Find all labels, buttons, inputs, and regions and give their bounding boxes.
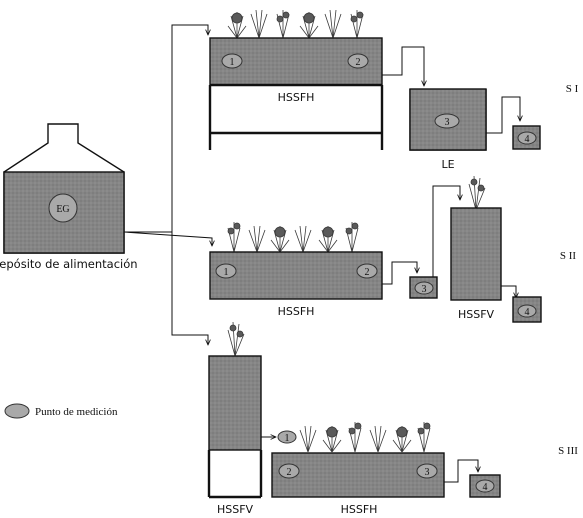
s2-hssfv-bed bbox=[450, 207, 502, 301]
s3-point-1-label: 1 bbox=[285, 433, 290, 444]
s1-point-4-label: 4 bbox=[525, 134, 530, 145]
plants-s3 bbox=[299, 422, 431, 453]
s1-hssfh-label: HSSFH bbox=[278, 91, 315, 104]
s2-outlet-tank bbox=[512, 296, 542, 323]
legend: Punto de medición bbox=[4, 403, 118, 419]
s1-system-label: S I bbox=[566, 83, 579, 95]
s3-point-3-label: 3 bbox=[425, 467, 430, 478]
s1-point-4 bbox=[517, 131, 537, 145]
s2-point-2-label: 2 bbox=[365, 267, 370, 278]
s2-hssfv-label: HSSFV bbox=[458, 308, 495, 321]
s2-system-label: S II bbox=[560, 250, 577, 262]
system-2: 1 2 HSSFH 3 HSSFV 4 S II bbox=[209, 175, 577, 323]
distribution-pipes bbox=[123, 24, 212, 345]
s2-point-2 bbox=[356, 263, 378, 279]
plants-s3-vertical bbox=[227, 321, 245, 357]
s3-point-2-label: 2 bbox=[287, 467, 292, 478]
legend-measurement-point-icon bbox=[4, 403, 30, 419]
s2-point-4 bbox=[517, 304, 537, 318]
pipe-to-s2 bbox=[123, 231, 212, 246]
s1-point-3-label: 3 bbox=[445, 117, 450, 128]
s1-point-2-label: 2 bbox=[356, 57, 361, 68]
s3-hssfv-bed bbox=[208, 355, 262, 451]
plants-s1 bbox=[227, 9, 364, 39]
legend-label: Punto de medición bbox=[35, 406, 118, 418]
s3-point-3 bbox=[416, 463, 438, 479]
s2-point-1 bbox=[215, 263, 237, 279]
s2-hssfh-bed bbox=[209, 251, 383, 300]
s1-pipe-to-pond bbox=[382, 46, 424, 86]
system-1: 1 2 HSSFH 3 LE 4 S I bbox=[208, 9, 579, 171]
feed-tank: EG Depósito de alimentación bbox=[0, 123, 138, 271]
s3-point-2 bbox=[278, 463, 300, 479]
s3-hssfv-label: HSSFV bbox=[217, 503, 254, 516]
feed-tank-marker-label: EG bbox=[56, 204, 69, 215]
measurement-point-eg bbox=[48, 193, 78, 223]
plants-s2-vertical bbox=[468, 175, 486, 211]
s2-point-3 bbox=[414, 281, 434, 295]
s2-point-1-label: 1 bbox=[224, 267, 229, 278]
s3-point-1 bbox=[277, 430, 297, 444]
s1-point-1-label: 1 bbox=[230, 57, 235, 68]
s2-point-4-label: 4 bbox=[525, 307, 530, 318]
feed-tank-caption: Depósito de alimentación bbox=[0, 257, 138, 271]
s1-pond-label: LE bbox=[441, 158, 454, 171]
s1-hssfh-frame bbox=[208, 83, 384, 150]
system-3: HSSFV 1 2 3 HSSFH 4 S III bbox=[207, 321, 578, 516]
pipe-to-s3 bbox=[171, 232, 208, 345]
s2-pipe-to-tank3 bbox=[382, 261, 417, 285]
s3-hssfv-frame bbox=[207, 450, 263, 499]
s1-pipe-to-outlet bbox=[486, 96, 520, 134]
pipe-to-s1 bbox=[124, 24, 208, 233]
s2-pipe-to-hssfv bbox=[432, 185, 460, 277]
s3-pipe-to-outlet bbox=[444, 459, 478, 483]
s2-hssfh-label: HSSFH bbox=[278, 305, 315, 318]
s3-point-4 bbox=[475, 479, 495, 493]
s1-point-3 bbox=[434, 113, 460, 129]
s3-hssfh-bed bbox=[271, 452, 445, 498]
s2-pipe-to-outlet bbox=[500, 285, 516, 298]
s2-point-3-label: 3 bbox=[422, 284, 427, 295]
s1-point-1 bbox=[221, 53, 243, 69]
s3-system-label: S III bbox=[558, 445, 578, 457]
s3-hssfh-label: HSSFH bbox=[341, 503, 378, 516]
plants-s2 bbox=[227, 222, 359, 253]
s1-point-2 bbox=[347, 53, 369, 69]
s3-point-4-label: 4 bbox=[483, 482, 488, 493]
